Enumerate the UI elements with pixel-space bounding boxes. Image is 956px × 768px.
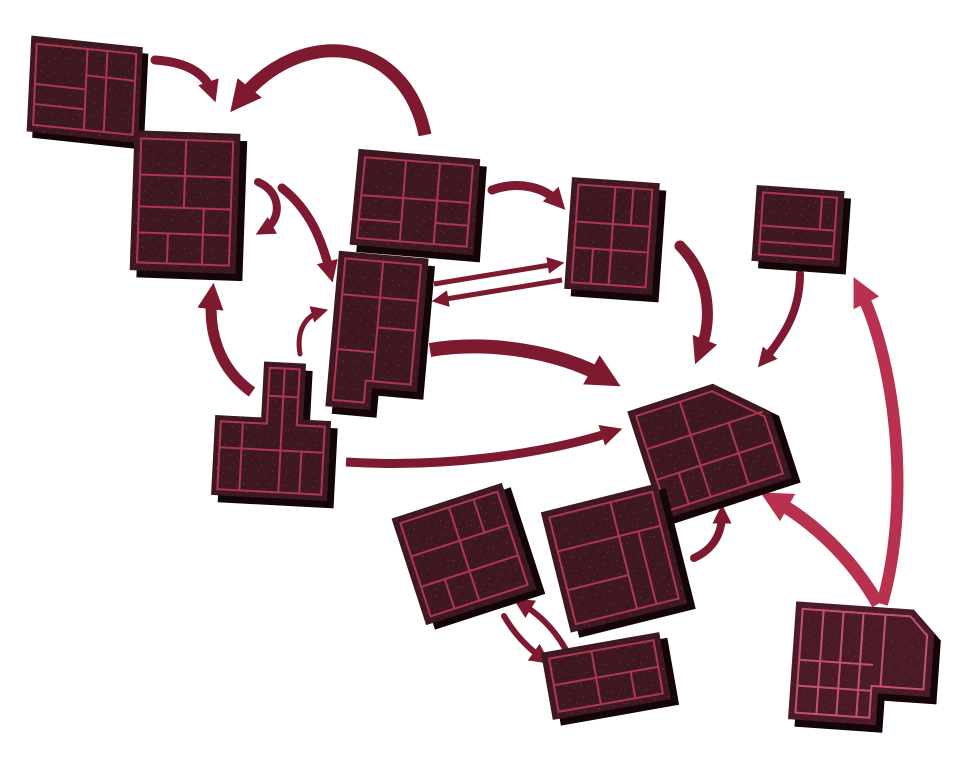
edge-block-5-to-block-8 <box>680 246 707 352</box>
nodes <box>24 35 943 736</box>
block-12 <box>787 601 942 736</box>
edge-block-7-to-block-8 <box>346 432 612 463</box>
edge-block-2-self <box>258 182 277 230</box>
edge-block-12-to-block-8 <box>774 500 878 604</box>
block-2 <box>129 130 247 281</box>
block-1 <box>24 35 151 149</box>
edge-block-5-to-block-4 <box>440 280 562 300</box>
block-9 <box>392 481 546 632</box>
edge-block-9-to-block-11 <box>504 616 542 658</box>
block-4 <box>325 251 436 422</box>
block-3 <box>349 149 487 263</box>
edge-block-12-to-block-6 <box>860 290 897 604</box>
edge-block-3-to-block-5 <box>492 186 558 202</box>
edge-block-6-to-block-8 <box>764 274 800 360</box>
edge-block-10-to-block-8 <box>694 514 722 558</box>
block-6 <box>751 185 852 274</box>
edge-block-7-to-block-4 <box>299 312 320 354</box>
edge-block-7-to-block-2 <box>211 296 252 392</box>
edge-block-1-to-block-2 <box>155 60 212 92</box>
edge-block-2-to-block-4 <box>282 188 330 272</box>
block-5 <box>564 177 667 302</box>
edge-block-4-to-block-8 <box>430 346 606 378</box>
edge-block-3-to-block-2 <box>240 51 425 135</box>
edge-block-4-to-block-5 <box>434 264 556 284</box>
block-7 <box>211 359 341 508</box>
